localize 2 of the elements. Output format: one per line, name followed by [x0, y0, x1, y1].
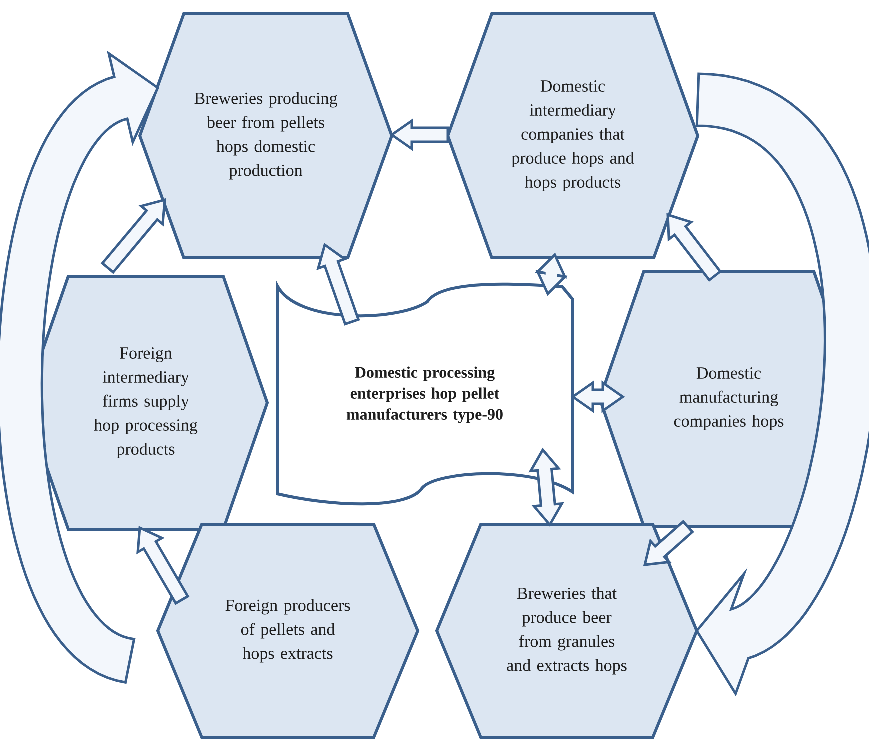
- block-arrow: [390, 118, 450, 152]
- curved-arrow: [695, 72, 869, 697]
